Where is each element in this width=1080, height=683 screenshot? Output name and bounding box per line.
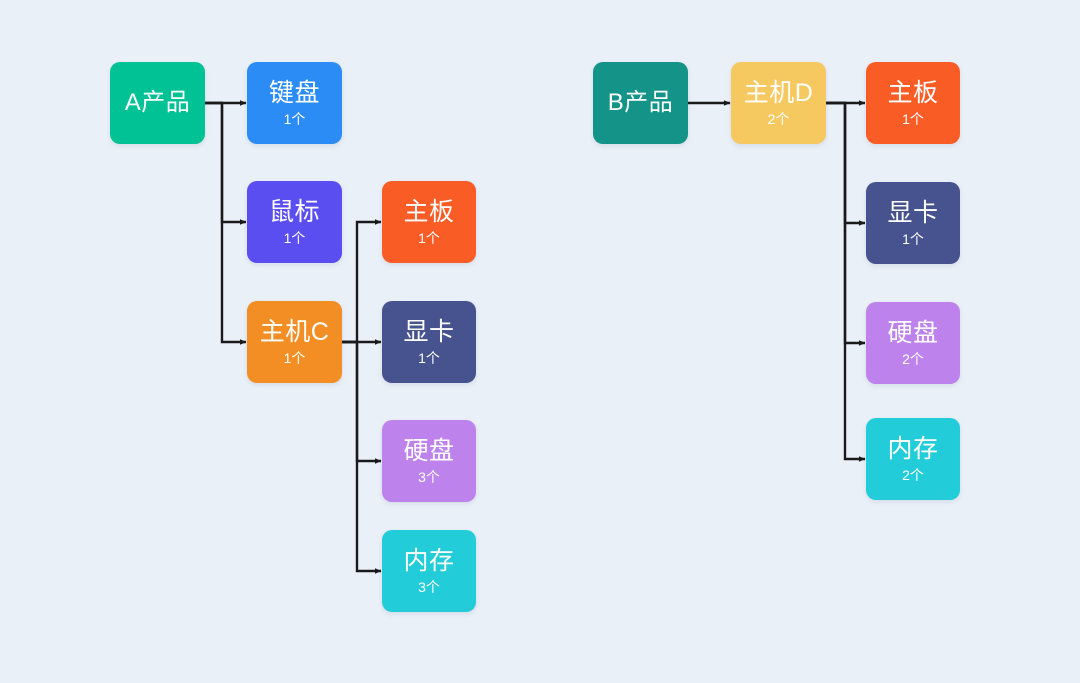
node-a-mouse[interactable]: 鼠标 1个 (247, 181, 342, 263)
node-title: 键盘 (268, 78, 320, 107)
node-a-mainboard[interactable]: 主板 1个 (382, 181, 476, 263)
node-title: 主机D (743, 78, 814, 107)
node-a-keyboard[interactable]: 键盘 1个 (247, 62, 342, 144)
node-title: 主机C (259, 317, 330, 346)
edge-a-product-to-host-c (205, 101, 247, 345)
edge-host-d-to-memory (826, 101, 866, 462)
node-title: 鼠标 (268, 197, 320, 226)
node-quantity: 1个 (283, 110, 306, 127)
node-quantity: 1个 (283, 349, 306, 366)
edge-host-c-to-memory (342, 340, 382, 574)
edge-host-d-to-gpu (826, 101, 866, 226)
node-quantity: 3个 (418, 578, 440, 595)
node-a-product[interactable]: A产品 (110, 62, 205, 144)
node-b-mainboard[interactable]: 主板 1个 (866, 62, 960, 144)
node-title: A产品 (124, 89, 191, 116)
edge-host-d-to-disk (826, 101, 866, 346)
node-b-memory[interactable]: 内存 2个 (866, 418, 960, 500)
node-b-host-d[interactable]: 主机D 2个 (731, 62, 826, 144)
node-a-gpu[interactable]: 显卡 1个 (382, 301, 476, 383)
node-title: 硬盘 (887, 318, 939, 347)
node-a-disk[interactable]: 硬盘 3个 (382, 420, 476, 502)
node-quantity: 1个 (283, 229, 306, 246)
node-title: 显卡 (887, 198, 939, 227)
node-quantity: 1个 (902, 110, 924, 127)
node-b-product[interactable]: B产品 (593, 62, 688, 144)
node-b-disk[interactable]: 硬盘 2个 (866, 302, 960, 384)
node-quantity: 2个 (767, 110, 790, 127)
node-quantity: 1个 (902, 230, 924, 247)
edge-a-product-to-mouse (205, 101, 247, 225)
node-quantity: 2个 (902, 350, 924, 367)
node-a-memory[interactable]: 内存 3个 (382, 530, 476, 612)
node-quantity: 3个 (418, 468, 440, 485)
node-title: 硬盘 (403, 436, 455, 465)
edge-host-c-to-mainboard (342, 219, 382, 344)
node-title: 主板 (403, 197, 455, 226)
node-quantity: 1个 (418, 229, 440, 246)
node-title: 内存 (403, 546, 455, 575)
node-a-host-c[interactable]: 主机C 1个 (247, 301, 342, 383)
edge-host-c-to-disk (342, 340, 382, 464)
node-title: 主板 (887, 78, 939, 107)
node-title: 内存 (887, 434, 939, 463)
node-title: 显卡 (403, 317, 455, 346)
node-quantity: 2个 (902, 466, 924, 483)
node-quantity: 1个 (418, 349, 440, 366)
node-title: B产品 (607, 89, 674, 116)
node-b-gpu[interactable]: 显卡 1个 (866, 182, 960, 264)
